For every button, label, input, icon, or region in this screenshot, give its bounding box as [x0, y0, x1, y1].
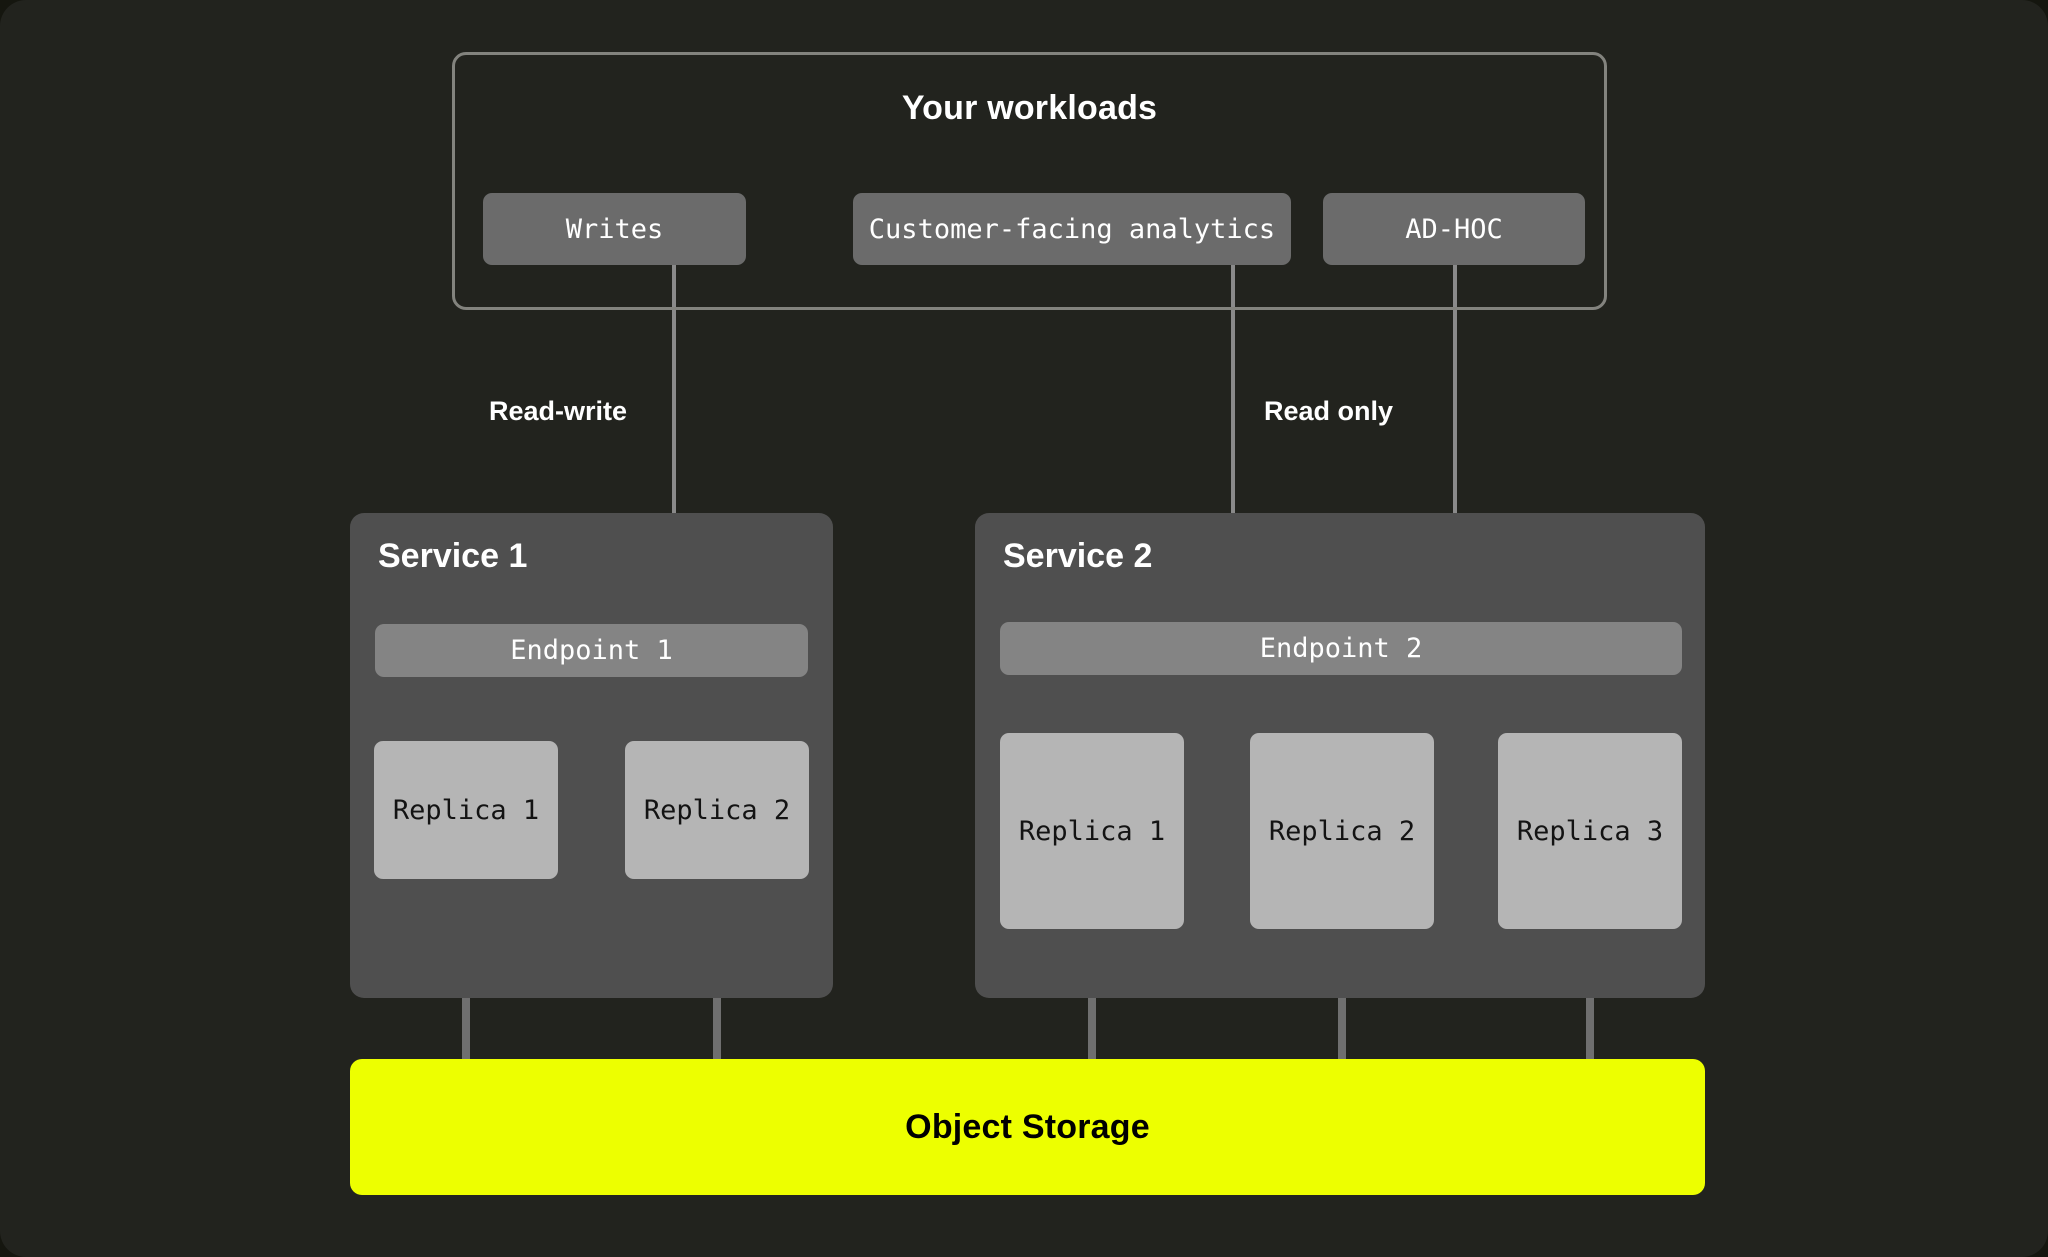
workload-chip-writes[interactable]: Writes — [483, 193, 746, 265]
workload-chip-ad-hoc[interactable]: AD-HOC — [1323, 193, 1585, 265]
object-storage-label: Object Storage — [905, 1107, 1150, 1146]
edge-label-read-only: Read only — [1264, 396, 1394, 426]
service-card-2[interactable]: Service 2 Endpoint 2 Replica 1 Replica 2… — [975, 513, 1705, 998]
object-storage-bar[interactable]: Object Storage — [350, 1059, 1705, 1195]
service-2-replica-1[interactable]: Replica 1 — [1000, 733, 1184, 929]
your-workloads-title: Your workloads — [901, 89, 1158, 127]
service-1-title: Service 1 — [378, 537, 528, 575]
service-1-replica-2[interactable]: Replica 2 — [625, 741, 809, 879]
service-2-title: Service 2 — [1003, 537, 1153, 575]
workload-chip-customer-facing-analytics[interactable]: Customer-facing analytics — [853, 193, 1291, 265]
service-2-replica-3[interactable]: Replica 3 — [1498, 733, 1682, 929]
service-2-endpoint[interactable]: Endpoint 2 — [1000, 622, 1682, 675]
workload-chip-row: Writes Customer-facing analytics AD-HOC — [455, 193, 1604, 265]
your-workloads-panel: Your workloads Writes Customer-facing an… — [452, 52, 1607, 310]
service-1-replica-1[interactable]: Replica 1 — [374, 741, 558, 879]
edge-label-read-write: Read-write — [489, 396, 628, 426]
service-2-replica-2[interactable]: Replica 2 — [1250, 733, 1434, 929]
service-1-endpoint[interactable]: Endpoint 1 — [375, 624, 808, 677]
service-card-1[interactable]: Service 1 Endpoint 1 Replica 1 Replica 2 — [350, 513, 833, 998]
